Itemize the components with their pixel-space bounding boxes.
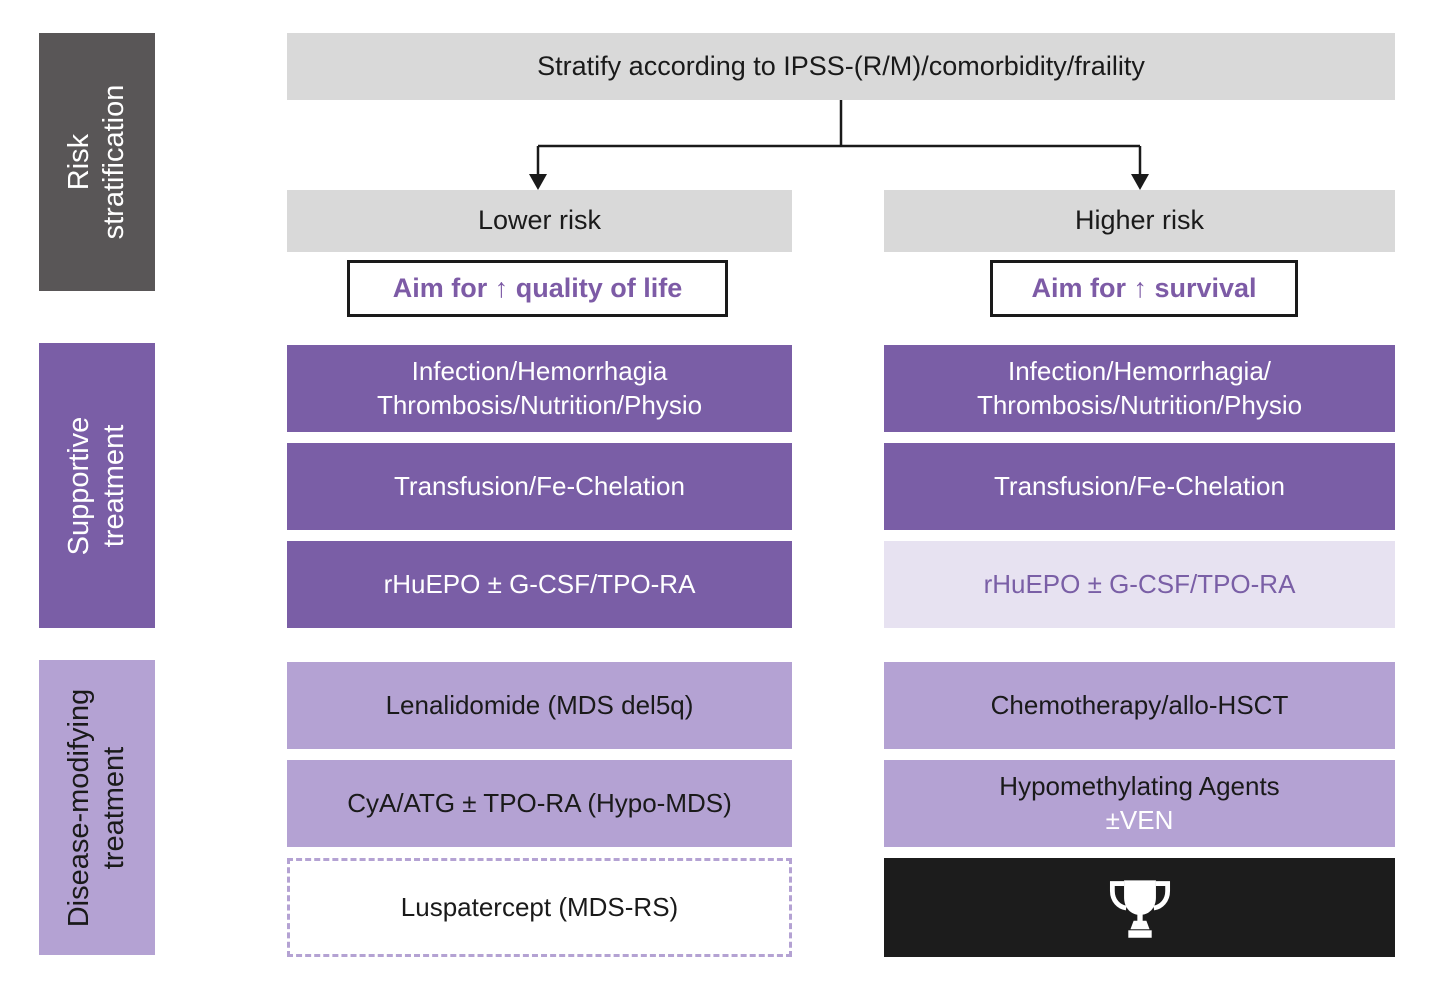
supportive-infection-label-lower: Infection/Hemorrhagia Thrombosis/Nutriti… [376,355,703,420]
lenalidomide-label: Lenalidomide (MDS del5q) [385,689,694,720]
luspatercept-box: Luspatercept (MDS-RS) [287,858,792,957]
stratify-box: Stratify according to IPSS-(R/M)/comorbi… [287,33,1395,100]
supportive-rhuepo-box-higher: rHuEPO ± G-CSF/TPO-RA [884,541,1395,628]
luspatercept-label: Luspatercept (MDS-RS) [400,891,679,922]
lenalidomide-box: Lenalidomide (MDS del5q) [287,662,792,749]
sidebar-supportive-treatment: Supportive treatment [39,343,155,628]
cya-atg-label: CyA/ATG ± TPO-RA (Hypo-MDS) [347,787,732,818]
sidebar-disease-modifying-treatment-label: Disease-modifying treatment [62,688,130,927]
chemotherapy-hsct-label: Chemotherapy/allo-HSCT [990,689,1289,720]
lower-risk-box: Lower risk [287,190,792,252]
higher-risk-box: Higher risk [884,190,1395,252]
hypomethylating-box: Hypomethylating Agents ±VEN [884,760,1395,847]
best-outcome-box [884,858,1395,957]
sidebar-supportive-treatment-label: Supportive treatment [62,416,130,555]
supportive-infection-box-lower: Infection/Hemorrhagia Thrombosis/Nutriti… [287,345,792,432]
cya-atg-box: CyA/ATG ± TPO-RA (Hypo-MDS) [287,760,792,847]
supportive-transfusion-label-higher: Transfusion/Fe-Chelation [994,470,1285,501]
arrow-down-higher-icon [1131,174,1149,190]
supportive-rhuepo-label-higher: rHuEPO ± G-CSF/TPO-RA [983,568,1296,599]
branch-connector [529,100,1149,190]
higher-risk-label: Higher risk [1074,205,1205,236]
sidebar-disease-modifying-treatment: Disease-modifying treatment [39,660,155,955]
chemotherapy-hsct-box: Chemotherapy/allo-HSCT [884,662,1395,749]
supportive-transfusion-box-higher: Transfusion/Fe-Chelation [884,443,1395,530]
supportive-transfusion-box-lower: Transfusion/Fe-Chelation [287,443,792,530]
lower-risk-label: Lower risk [477,205,602,236]
aim-quality-of-life-label: Aim for ↑ quality of life [392,272,683,303]
supportive-transfusion-label-lower: Transfusion/Fe-Chelation [394,470,685,501]
supportive-rhuepo-box-lower: rHuEPO ± G-CSF/TPO-RA [287,541,792,628]
ven-label: ±VEN [1105,804,1174,835]
stratify-box-label: Stratify according to IPSS-(R/M)/comorbi… [537,50,1145,81]
supportive-infection-label-higher: Infection/Hemorrhagia/ Thrombosis/Nutrit… [976,355,1303,420]
supportive-rhuepo-label-lower: rHuEPO ± G-CSF/TPO-RA [383,568,696,599]
trophy-icon [1109,879,1170,938]
sidebar-risk-stratification: Risk stratification [39,33,155,291]
aim-quality-of-life-box: Aim for ↑ quality of life [347,260,728,317]
supportive-infection-box-higher: Infection/Hemorrhagia/ Thrombosis/Nutrit… [884,345,1395,432]
aim-survival-box: Aim for ↑ survival [990,260,1298,317]
aim-survival-label: Aim for ↑ survival [1031,272,1257,303]
arrow-down-lower-icon [529,174,547,190]
hypomethylating-label: Hypomethylating Agents [999,770,1280,801]
